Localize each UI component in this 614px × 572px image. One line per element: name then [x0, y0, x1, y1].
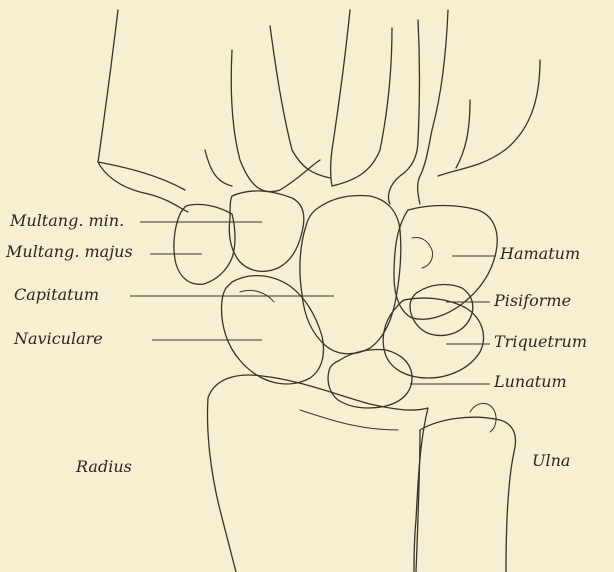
label-lunatum: Lunatum	[494, 373, 567, 391]
label-capitatum: Capitatum	[14, 286, 99, 304]
label-pisiforme: Pisiforme	[494, 292, 571, 310]
label-triquetrum: Triquetrum	[494, 333, 587, 351]
label-multang-majus: Multang. majus	[6, 243, 133, 261]
label-naviculare: Naviculare	[14, 330, 103, 348]
label-multang-min: Multang. min.	[10, 212, 124, 230]
label-radius: Radius	[76, 458, 132, 476]
label-ulna: Ulna	[532, 452, 570, 470]
label-hamatum: Hamatum	[500, 245, 580, 263]
